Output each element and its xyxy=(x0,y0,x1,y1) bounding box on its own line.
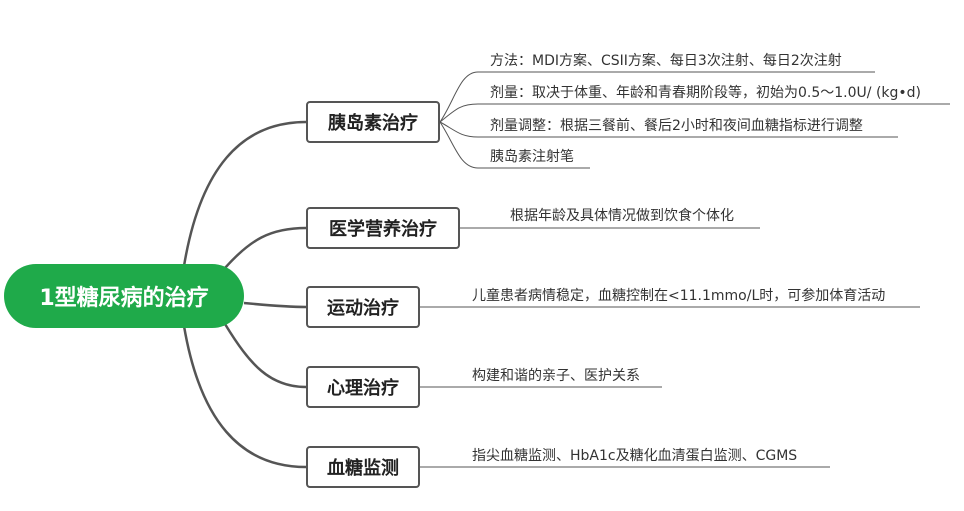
branch-psychological-therapy[interactable]: 心理治疗 xyxy=(306,366,420,408)
leaf-insulin-dose[interactable]: 剂量：取决于体重、年龄和青春期阶段等，初始为0.5～1.0U/ (kg•d) xyxy=(490,85,922,101)
root-topic[interactable]: 1型糖尿病的治疗 xyxy=(4,264,244,328)
leaf-insulin-pen[interactable]: 胰岛素注射笔 xyxy=(490,149,574,165)
leaf-nutrition[interactable]: 根据年龄及具体情况做到饮食个体化 xyxy=(510,208,734,224)
leaf-insulin-method[interactable]: 方法：MDI方案、CSII方案、每日3次注射、每日2次注射 xyxy=(490,53,842,69)
insulin-leaf-connector-4 xyxy=(439,121,479,169)
insulin-leaf-connector-3 xyxy=(439,121,479,138)
leaf-insulin-dose-adjustment[interactable]: 剂量调整：根据三餐前、餐后2小时和夜间血糖指标进行调整 xyxy=(490,118,863,134)
leaf-glucose-monitoring[interactable]: 指尖血糖监测、HbA1c及糖化血清蛋白监测、CGMS xyxy=(472,448,798,464)
root-to-insulin-line xyxy=(182,120,307,267)
root-to-psych-line xyxy=(223,323,307,389)
branch-glucose-monitoring[interactable]: 血糖监测 xyxy=(306,446,420,488)
branch-nutrition-therapy[interactable]: 医学营养治疗 xyxy=(306,207,460,249)
root-to-nutrition-line xyxy=(224,226,307,269)
leaf-psychological[interactable]: 构建和谐的亲子、医护关系 xyxy=(472,368,640,384)
branch-insulin-therapy[interactable]: 胰岛素治疗 xyxy=(306,101,440,143)
branch-exercise-therapy[interactable]: 运动治疗 xyxy=(306,286,420,328)
leaf-exercise[interactable]: 儿童患者病情稳定，血糖控制在<11.1mmo/L时，可参加体育活动 xyxy=(472,288,886,304)
root-to-glucose-line xyxy=(182,325,307,469)
insulin-leaf-connector-1 xyxy=(439,71,479,123)
insulin-leaf-connector-2 xyxy=(439,103,479,123)
root-to-exercise-line xyxy=(243,301,307,309)
